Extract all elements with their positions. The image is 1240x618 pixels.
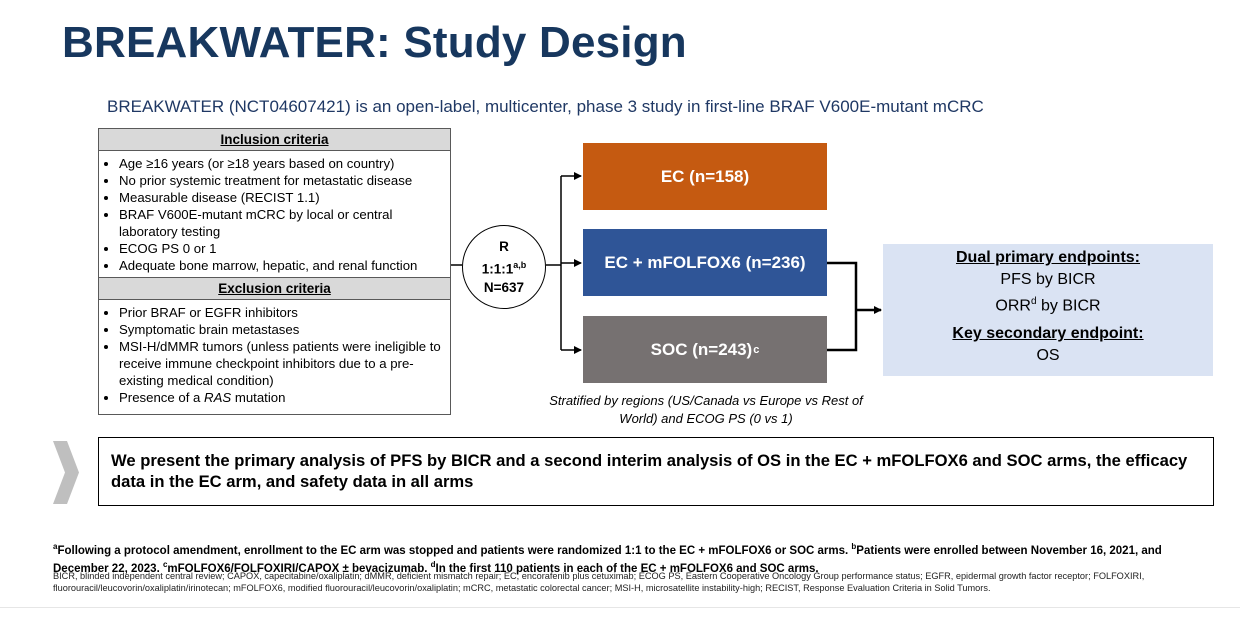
footnote-d: In the first 110 patients in each of the…: [435, 562, 819, 575]
footnote-mark-c: c: [162, 559, 168, 569]
exclusion-header: Exclusion criteria: [99, 277, 450, 300]
ras-gene: RAS: [204, 390, 232, 405]
randomization-total: N=637: [483, 280, 525, 296]
inclusion-list: Age ≥16 years (or ≥18 years based on cou…: [99, 151, 450, 277]
secondary-endpoint-heading: Key secondary endpoint:: [952, 325, 1144, 343]
exclusion-item: MSI-H/dMMR tumors (unless patients were …: [119, 338, 446, 389]
study-subtitle: BREAKWATER (NCT04607421) is an open-labe…: [107, 97, 984, 116]
stratification-note: Stratified by regions (US/Canada vs Euro…: [549, 393, 863, 426]
inclusion-item: BRAF V600E-mutant mCRC by local or centr…: [119, 206, 446, 240]
endpoint-orr: ORRd by BICR: [883, 291, 1213, 317]
orr-suffix: by BICR: [1036, 297, 1101, 315]
endpoint-os: OS: [1036, 347, 1060, 365]
exclusion-list: Prior BRAF or EGFR inhibitors Symptomati…: [99, 300, 450, 409]
abbreviations: BICR, blinded independent central review…: [53, 571, 1145, 593]
soc-to-endpoints-line: [827, 310, 858, 352]
exclusion-item: Symptomatic brain metastases: [119, 321, 446, 338]
exclusion-heading: Exclusion criteria: [218, 281, 331, 296]
primary-endpoints-heading: Dual primary endpoints:: [955, 249, 1141, 266]
inclusion-item: Measurable disease (RECIST 1.1): [119, 189, 446, 206]
mfolfox-to-endpoints-line: [827, 261, 858, 310]
footnote-mark-d: d: [430, 559, 436, 569]
endpoint-pfs: PFS by BICR: [1000, 271, 1096, 288]
exclusion-item-prefix: Presence of a: [119, 390, 205, 405]
footnote-mark-b: b: [851, 542, 857, 551]
arm-ec: EC (n=158): [583, 143, 827, 210]
arm-soc-label: SOC (n=243): [650, 339, 753, 359]
exclusion-item-suffix: mutation: [231, 390, 286, 405]
summary-box: We present the primary analysis of PFS b…: [98, 437, 1214, 506]
footnote-c: mFOLFOX6/FOLFOXIRI/CAPOX ± bevacizumab.: [167, 562, 431, 575]
criteria-box: Inclusion criteria Age ≥16 years (or ≥18…: [98, 128, 451, 415]
inclusion-item: Adequate bone marrow, hepatic, and renal…: [119, 257, 446, 274]
bottom-divider: [0, 607, 1240, 608]
inclusion-header: Inclusion criteria: [99, 129, 450, 151]
exclusion-item: Presence of a RAS mutation: [119, 389, 446, 406]
chevron-right-icon: [53, 441, 79, 504]
randomization-label: R: [499, 238, 509, 254]
inclusion-item: Age ≥16 years (or ≥18 years based on cou…: [119, 155, 446, 172]
ratio-footnote-mark: a,b: [513, 259, 527, 270]
footnote-a: Following a protocol amendment, enrollme…: [57, 544, 852, 557]
ratio-text: 1:1:1: [481, 261, 514, 277]
orr-label: ORR: [995, 297, 1031, 315]
exclusion-item: Prior BRAF or EGFR inhibitors: [119, 304, 446, 321]
randomization-ratio: 1:1:1a,b: [482, 256, 527, 279]
footnote-b: Patients were enrolled between November …: [53, 544, 1162, 575]
endpoints-box: Dual primary endpoints: PFS by BICR ORRd…: [883, 244, 1213, 376]
orr-footnote-mark: d: [1030, 296, 1037, 307]
randomization-circle: R 1:1:1a,b N=637: [462, 225, 546, 309]
page-title: BREAKWATER: Study Design: [62, 18, 687, 67]
arm-ec-mfolfox6: EC + mFOLFOX6 (n=236): [583, 229, 827, 296]
inclusion-heading: Inclusion criteria: [220, 132, 329, 147]
footnote-mark-a: a: [53, 542, 58, 551]
footnotes: aFollowing a protocol amendment, enrollm…: [53, 540, 1203, 576]
arm-soc: SOC (n=243)c: [583, 316, 827, 383]
soc-footnote-mark: c: [753, 343, 760, 356]
inclusion-item: No prior systemic treatment for metastat…: [119, 172, 446, 189]
inclusion-item: ECOG PS 0 or 1: [119, 240, 446, 257]
